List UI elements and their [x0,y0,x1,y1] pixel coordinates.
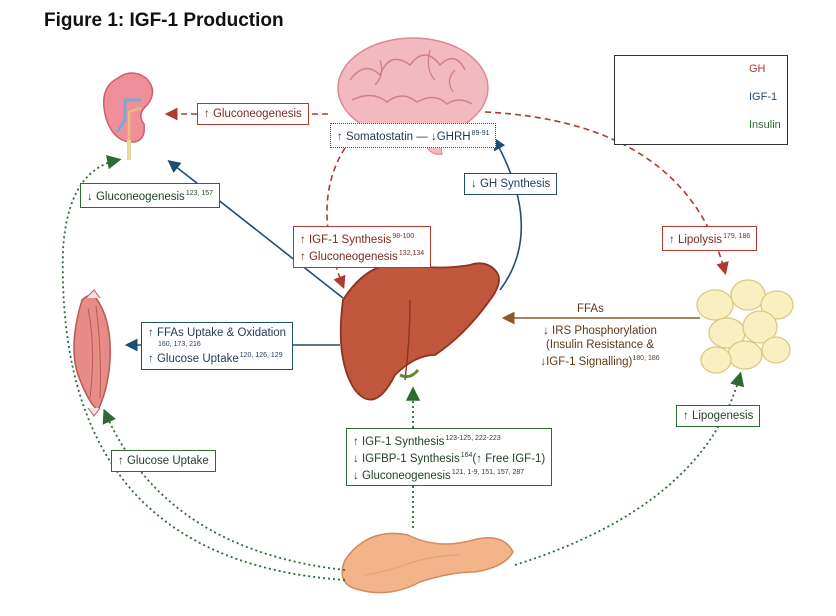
muscle-line2-ref: 120, 126, 129 [239,352,283,359]
igf1-arrow-to-brain [493,137,523,291]
lipogenesis-text: ↑ Lipogenesis [683,410,754,422]
adipose-line2: (Insulin Resistance & [545,339,655,351]
muscle-line2: ↑ Glucose Uptake [148,352,239,365]
pancreas-effects-box: ↑ IGF-1 Synthesis123-125, 222-223 ↓ IGFB… [346,428,553,487]
muscle-effects-box: ↑ FFAs Uptake & Oxidation 160, 173, 216 … [141,322,294,370]
gh-synthesis-text: ↓ GH Synthesis [471,178,551,190]
adipose-line1: ↓ IRS Phosphorylation [543,325,657,337]
legend-insulin-label: Insulin [749,119,781,131]
liver-icon [339,262,500,401]
pancreas-line1: ↑ IGF-1 Synthesis [353,435,445,448]
adipose-line3-ref: 180, 186 [632,355,660,362]
pancreas-line2-tail: (↑ Free IGF-1) [472,452,546,465]
kidney-gluconeogenesis-up-box: ↑ Gluconeogenesis [197,103,309,125]
lipolysis-ref: 179, 186 [723,233,751,240]
adipose-icon [696,279,794,374]
legend: GH IGF-1 Insulin [614,55,788,145]
somatostatin-ref: 89-91 [471,130,490,137]
pancreas-line2: ↓ IGFBP-1 Synthesis [353,452,460,465]
glucose-uptake-text: ↑ Glucose Uptake [118,455,209,467]
glucose-uptake-box: ↑ Glucose Uptake [111,450,216,472]
kidney-gluconeogenesis-up-text: ↑ Gluconeogenesis [204,108,302,120]
kidney-gluconeogenesis-down-text: ↓ Gluconeogenesis [87,190,185,203]
gh-synthesis-box: ↓ GH Synthesis [464,173,558,195]
kidney-icon [103,72,154,160]
liver-igf1-line1: ↑ IGF-1 Synthesis [300,233,392,246]
muscle-line1: ↑ FFAs Uptake & Oxidation [148,327,287,339]
adipose-line3: ↓IGF-1 Signalling) [540,355,633,368]
figure-title: Figure 1: IGF-1 Production [44,10,284,31]
kidney-gluconeogenesis-down-box: ↓ Gluconeogenesis123, 157 [80,183,221,208]
kidney-gluconeogenesis-down-ref: 123, 157 [185,190,214,197]
lipolysis-text: ↑ Lipolysis [669,233,723,246]
adipose-effects-label: ↓ IRS Phosphorylation (Insulin Resistanc… [520,324,680,369]
insulin-arrow-to-adipose [514,371,745,566]
liver-igf1-box: ↑ IGF-1 Synthesis98-100 ↑ Gluconeogenesi… [293,226,432,268]
liver-igf1-line2: ↑ Gluconeogenesis [300,250,398,263]
pancreas-line1-ref: 123-125, 222-223 [445,435,501,442]
somatostatin-box: ↑ Somatostatin — ↓GHRH89-91 [330,123,497,148]
lipolysis-box: ↑ Lipolysis179, 186 [662,226,758,251]
pancreas-line3: ↓ Gluconeogenesis [353,469,451,482]
pancreas-line3-ref: 121, 1-9, 151, 157, 287 [451,468,525,476]
legend-igf1-label: IGF-1 [749,91,778,103]
muscle-line1-ref: 160, 173, 216 [158,341,201,348]
legend-gh-label: GH [749,63,766,75]
lipogenesis-box: ↑ Lipogenesis [676,405,761,427]
pancreas-line2-ref: 164 [460,451,473,459]
somatostatin-text: ↑ Somatostatin — ↓GHRH [337,130,471,143]
insulin-arrow-to-muscle [102,408,346,571]
liver-igf1-line1-ref: 98-100 [392,233,415,240]
ffas-label: FFAs [577,303,604,315]
muscle-icon [73,289,111,417]
liver-igf1-line2-ref: 132,134 [398,249,425,257]
pancreas-icon [341,532,514,594]
